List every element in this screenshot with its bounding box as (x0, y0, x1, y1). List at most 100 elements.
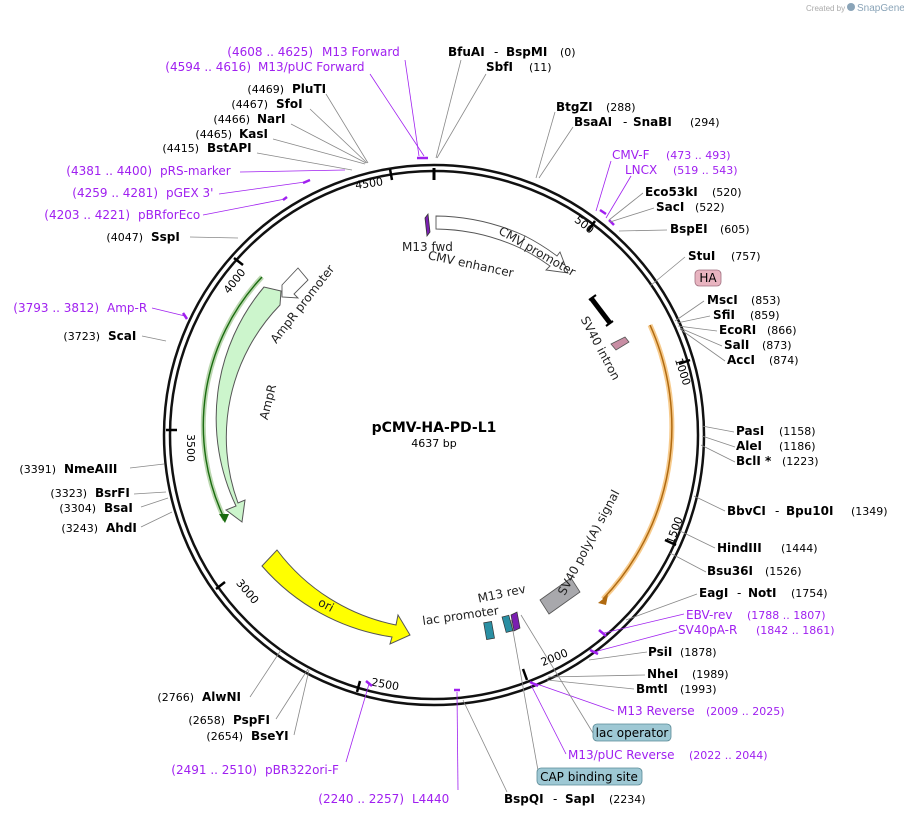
site-labels-right: BfuAI-BspMI(0) SbfI(11) BtgZI(288) BsaAI… (448, 45, 888, 806)
site-sfoi: (4467)SfoI (231, 97, 302, 111)
svg-text:-: - (775, 504, 779, 518)
svg-text:BseYI: BseYI (251, 729, 289, 743)
site-btgzi: BtgZI (288) (556, 100, 636, 114)
svg-text:(1842 .. 1861): (1842 .. 1861) (756, 624, 835, 637)
site-sspi: (4047)SspI (106, 230, 179, 244)
svg-text:BsaI: BsaI (104, 501, 133, 515)
svg-text:NotI: NotI (748, 586, 777, 600)
plasmid-name: pCMV-HA-PD-L1 (372, 420, 497, 436)
site-pbrforeco: (4203 .. 4221)pBRforEco (44, 208, 200, 222)
svg-text:AlwNI: AlwNI (202, 690, 241, 704)
svg-text:(2654): (2654) (206, 730, 243, 743)
site-pluti: (4469)PluTI (247, 82, 326, 96)
ha-box: HA (694, 269, 722, 287)
site-sali: SalI(873) (724, 338, 792, 352)
svg-text:(4259 .. 4281): (4259 .. 4281) (72, 186, 158, 200)
svg-text:(473 .. 493): (473 .. 493) (666, 149, 731, 162)
svg-text:BfuAI: BfuAI (448, 45, 485, 59)
svg-text:(1788 .. 1807): (1788 .. 1807) (747, 609, 826, 622)
svg-text:(1186): (1186) (779, 440, 816, 453)
svg-text:(4465): (4465) (195, 128, 232, 141)
svg-text:(2234): (2234) (609, 793, 646, 806)
svg-text:NarI: NarI (257, 112, 286, 126)
svg-text:M13 Forward: M13 Forward (322, 45, 400, 59)
tick-4500: 4500 (354, 168, 394, 192)
svg-text:3000: 3000 (233, 577, 261, 607)
site-bbvci-bpu10i: BbvCI-Bpu10I(1349) (727, 504, 888, 518)
svg-text:SacI: SacI (656, 200, 684, 214)
svg-text:(3304): (3304) (59, 502, 96, 515)
svg-text:-: - (737, 586, 741, 600)
feature-label-m13rev: M13 rev (476, 582, 526, 606)
site-amp-r: (3793 .. 3812)Amp-R (13, 301, 147, 315)
svg-text:(520): (520) (712, 186, 742, 199)
site-saci: SacI(522) (656, 200, 725, 214)
svg-text:(2766): (2766) (157, 691, 194, 704)
cmv-promoter-arrow (519, 235, 569, 274)
site-m13-reverse: M13 Reverse (2009 .. 2025) (617, 704, 785, 718)
svg-text:(3391): (3391) (19, 463, 56, 476)
site-bstapi: (4415)BstAPI (162, 141, 251, 155)
svg-text:(4381 .. 4400): (4381 .. 4400) (66, 164, 152, 178)
svg-text:AccI: AccI (727, 353, 755, 367)
site-eagi-noti: EagI-NotI (1754) (699, 586, 828, 600)
site-ebv-rev: EBV-rev(1788 .. 1807) (686, 608, 826, 622)
site-pgex3: (4259 .. 4281) pGEX 3' (72, 186, 213, 200)
svg-text:(288): (288) (606, 101, 636, 114)
svg-text:EagI: EagI (699, 586, 728, 600)
feature-label-ampr: AmpR (257, 383, 279, 421)
svg-text:(11): (11) (529, 61, 552, 74)
svg-text:(3793 .. 3812): (3793 .. 3812) (13, 301, 99, 315)
site-acci: AccI (874) (727, 353, 799, 367)
backbone-outer (162, 163, 706, 707)
svg-text:pGEX 3': pGEX 3' (166, 186, 213, 200)
site-sv40pa-r: SV40pA-R(1842 .. 1861) (678, 623, 835, 637)
svg-text:pBRforEco: pBRforEco (138, 208, 200, 222)
site-msci: MscI(853) (707, 293, 781, 307)
svg-text:(757): (757) (731, 250, 761, 263)
svg-text:(1158): (1158) (779, 425, 816, 438)
svg-text:(874): (874) (769, 354, 799, 367)
svg-text:M13 Reverse: M13 Reverse (617, 704, 695, 718)
svg-text:SfiI: SfiI (713, 308, 735, 322)
site-bsrfi: (3323)BsrFI (50, 486, 129, 500)
site-cmv-f: CMV-F(473 .. 493) (612, 148, 731, 162)
svg-text:AleI: AleI (736, 439, 762, 453)
svg-text:BspMI: BspMI (506, 45, 547, 59)
svg-text:pBR322ori-F: pBR322ori-F (265, 763, 339, 777)
svg-text:(4608 .. 4625): (4608 .. 4625) (227, 45, 313, 59)
svg-text:PspFI: PspFI (233, 713, 270, 727)
svg-text:ScaI: ScaI (108, 329, 136, 343)
svg-text:(3723): (3723) (63, 330, 100, 343)
feature-label-ori: ori (316, 595, 336, 615)
svg-text:(1444): (1444) (781, 542, 818, 555)
svg-text:AhdI: AhdI (106, 521, 137, 535)
svg-text:BspEI: BspEI (670, 222, 708, 236)
site-bmti: BmtI(1993) (636, 682, 717, 696)
svg-text:(873): (873) (762, 339, 792, 352)
site-psii: PsiI(1878) (648, 645, 717, 659)
svg-text:(1349): (1349) (851, 505, 888, 518)
svg-text:SnaBI: SnaBI (633, 115, 672, 129)
site-ecori: EcoRI(866) (719, 323, 797, 337)
svg-text:BtgZI: BtgZI (556, 100, 593, 114)
lac-promoter-box (483, 621, 495, 640)
svg-text:(853): (853) (751, 294, 781, 307)
site-eco53ki: Eco53kI(520) (645, 185, 742, 199)
svg-text:Bpu10I: Bpu10I (786, 504, 833, 518)
tick-2500: 2500 (355, 676, 400, 693)
svg-text:(1754): (1754) (791, 587, 828, 600)
svg-text:(4469): (4469) (247, 83, 284, 96)
site-pasi: PasI(1158) (736, 424, 816, 438)
svg-text:CAP binding site: CAP binding site (540, 770, 638, 784)
svg-text:(519 .. 543): (519 .. 543) (673, 164, 738, 177)
site-hindiii: HindIII(1444) (717, 541, 818, 555)
snapgene-logo-icon (847, 3, 855, 11)
site-pbr322ori-f: (2491 .. 2510)pBR322ori-F (171, 763, 339, 777)
svg-text:(2240 .. 2257): (2240 .. 2257) (318, 792, 404, 806)
orf-line (602, 324, 673, 600)
leader-lines-right (435, 59, 736, 793)
svg-text:(2009 .. 2025): (2009 .. 2025) (706, 705, 785, 718)
site-prs-marker: (4381 .. 4400)pRS-marker (66, 164, 230, 178)
